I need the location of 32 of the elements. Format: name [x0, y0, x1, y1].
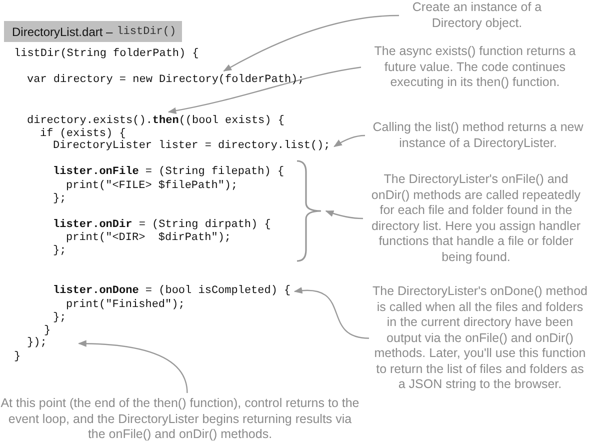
code-line: if (exists) { [40, 128, 126, 140]
arrow [168, 66, 362, 114]
code-line: } [44, 325, 51, 337]
file-title-bar [4, 21, 182, 42]
code-line: }; [53, 193, 66, 206]
code-line: }; [53, 245, 66, 258]
code-line: print("<DIR> $dirPath"); [66, 232, 232, 245]
code-line: lister.onDone = (bool isCompleted) { [53, 285, 291, 298]
code-line: print("<FILE> $filePath"); [66, 180, 238, 193]
code-line: }; [53, 312, 66, 325]
code-line: lister.onDir = (String dirpath) { [53, 219, 271, 232]
callout-text: The DirectoryLister's onFile() and onDir() methods are called repeatedly for each file and folder found in the directory list. Here you assign handler functions that handle a file or folder being found. [366, 172, 586, 265]
arrow [78, 340, 188, 394]
arrow [334, 134, 366, 147]
arrow [325, 210, 364, 220]
arrow [223, 14, 400, 72]
code-line: }); [27, 337, 47, 350]
callout-text: The async exists() function returns a future value. The code continues executing in its then() function. [364, 44, 586, 90]
callout-text: Calling the list() method returns a new instance of a DirectoryLister. [368, 120, 588, 151]
code-line: lister.onFile = (String filepath) { [53, 166, 284, 179]
callout-text: At this point (the end of the then() function), control returns to the event loop, and the DirectoryLister begins returning results via the onFile() and onDir() methods. [0, 396, 360, 442]
code-line: } [14, 351, 21, 364]
callout-text: The DirectoryLister's onDone() method is called when all the files and folders in the current directory have been output via the onFile() and onDir() methods. Later, you'll use this function to return the list of files and folders as a JSON string to the browser. [372, 284, 588, 392]
code-line: directory.exists().then((bool exists) { [27, 115, 284, 128]
code-line: print("Finished"); [66, 299, 185, 312]
code-line: var directory = new Directory(folderPath); [27, 74, 304, 87]
file-name: DirectoryList.dart – [12, 24, 113, 38]
arrow [294, 287, 370, 339]
code-line: DirectoryLister lister = directory.list(); [53, 140, 330, 153]
callout-text: Create an instance of a Directory object. [402, 0, 552, 31]
function-name: listDir() [116, 26, 176, 38]
code-line: listDir(String folderPath) { [14, 48, 199, 61]
